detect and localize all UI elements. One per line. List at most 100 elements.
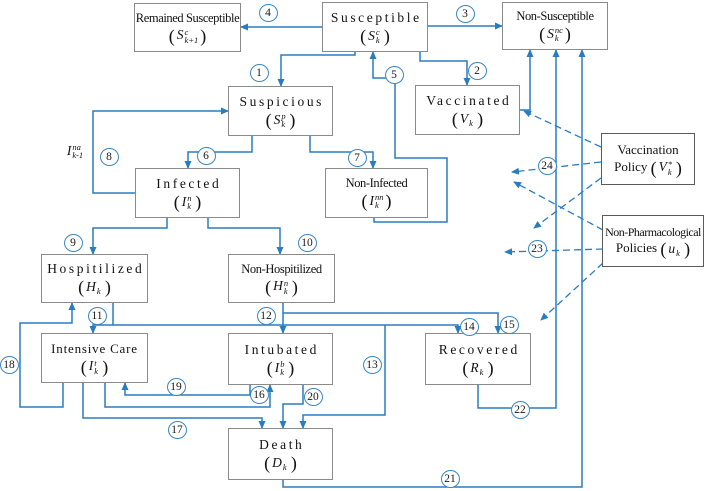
symbol-base: D <box>272 454 282 470</box>
arrow-6 <box>184 136 253 169</box>
close-paren: ) <box>289 109 296 130</box>
step-circle-9: 9 <box>63 234 83 252</box>
step-number: 15 <box>503 319 515 331</box>
symbol-subscript: k <box>187 200 192 211</box>
suspicious-label: Suspicious <box>239 93 325 109</box>
open-paren: ( <box>264 452 271 473</box>
step-number: 4 <box>265 7 271 19</box>
symbol-subscript: k <box>96 286 101 297</box>
step-number: 18 <box>3 359 15 371</box>
symbol-superscript: nn <box>375 192 384 203</box>
step-number: 2 <box>474 65 480 77</box>
step-circle-5: 5 <box>384 66 404 84</box>
symbol-base: V <box>658 159 667 175</box>
arrow-20 <box>279 385 304 429</box>
symbol-subscript: k <box>283 285 288 296</box>
dashed-arrow-policy-cross-down <box>533 177 602 229</box>
step-number: 7 <box>354 152 360 164</box>
symbol-superscript: n <box>187 192 192 203</box>
symbol-superscript: b <box>280 358 285 369</box>
recovered-label: Recovered <box>438 341 520 357</box>
close-paren: ) <box>288 357 295 378</box>
arrow-11 <box>89 303 114 334</box>
step-circle-6: 6 <box>196 147 216 165</box>
step-number: 5 <box>391 69 397 81</box>
step-number: 14 <box>463 321 475 333</box>
step-number: 21 <box>444 473 456 485</box>
symbol-base: S <box>547 25 554 41</box>
symbol-base: S <box>273 111 281 127</box>
step-circle-10: 10 <box>297 234 317 252</box>
non-pharmacological-policies-label-line1: Non-Pharmacological <box>605 224 701 239</box>
close-paren: ) <box>200 25 207 46</box>
step-circle-14: 14 <box>459 318 479 336</box>
step-circle-3: 3 <box>455 5 475 23</box>
step-number: 13 <box>366 359 378 371</box>
step-number: 1 <box>256 67 262 79</box>
open-paren: ( <box>80 356 87 377</box>
symbol-base: S <box>368 27 375 43</box>
vaccinated-label: Vaccinated <box>426 92 512 108</box>
step-circle-16: 16 <box>249 386 269 404</box>
symbol-base: u <box>668 240 676 256</box>
arrow-1 <box>277 52 356 87</box>
step-circle-21: 21 <box>440 470 460 488</box>
vaccination-policy-label-line1: Vaccination <box>617 141 679 157</box>
open-paren: ( <box>660 239 667 259</box>
step-circle-15: 15 <box>499 316 519 334</box>
step-circle-24: 24 <box>537 157 557 175</box>
arrow-15 <box>283 312 502 334</box>
symbol-superscript: t <box>94 357 97 368</box>
open-paren: ( <box>462 357 469 378</box>
open-paren: ( <box>361 191 368 212</box>
step-number: 16 <box>253 389 265 401</box>
symbol-subscript: k <box>282 461 287 472</box>
symbol-superscript: n <box>283 277 289 288</box>
step-circle-7: 7 <box>347 149 367 167</box>
arrow-vaccinated-to-non-susceptible <box>520 49 534 111</box>
open-paren: ( <box>265 109 272 130</box>
step-number: 17 <box>171 424 183 436</box>
step-circle-2: 2 <box>467 62 487 80</box>
remained-susceptible-label: Remained Susceptible <box>135 10 240 25</box>
step-number: 9 <box>70 237 76 249</box>
symbol-base: R <box>470 359 479 375</box>
non-hospitilized-label: Non-Hospitilized <box>241 261 322 276</box>
arrow-13 <box>299 325 386 429</box>
death-label: Death <box>259 436 305 452</box>
arrow-10 <box>207 218 284 255</box>
step-number: 11 <box>91 310 103 322</box>
symbol-base: I <box>369 192 375 208</box>
step-number: 10 <box>301 237 313 249</box>
close-paren: ) <box>104 277 111 298</box>
arrow-9 <box>89 218 168 255</box>
dashed-arrow-npi-23 <box>504 248 604 256</box>
symbol-superscript: na <box>72 142 81 152</box>
arrow-5 <box>369 51 448 223</box>
symbol-subscript: k <box>375 34 380 45</box>
step-number: 24 <box>541 160 553 172</box>
step-circle-20: 20 <box>303 388 323 406</box>
state-symbol: (V*k) <box>651 159 682 177</box>
hospitilized-label: Hospitilized <box>47 261 145 277</box>
open-paren: ( <box>265 276 272 297</box>
symbol-subscript: k <box>667 166 672 177</box>
dashed-arrow-policy-24 <box>511 161 602 175</box>
